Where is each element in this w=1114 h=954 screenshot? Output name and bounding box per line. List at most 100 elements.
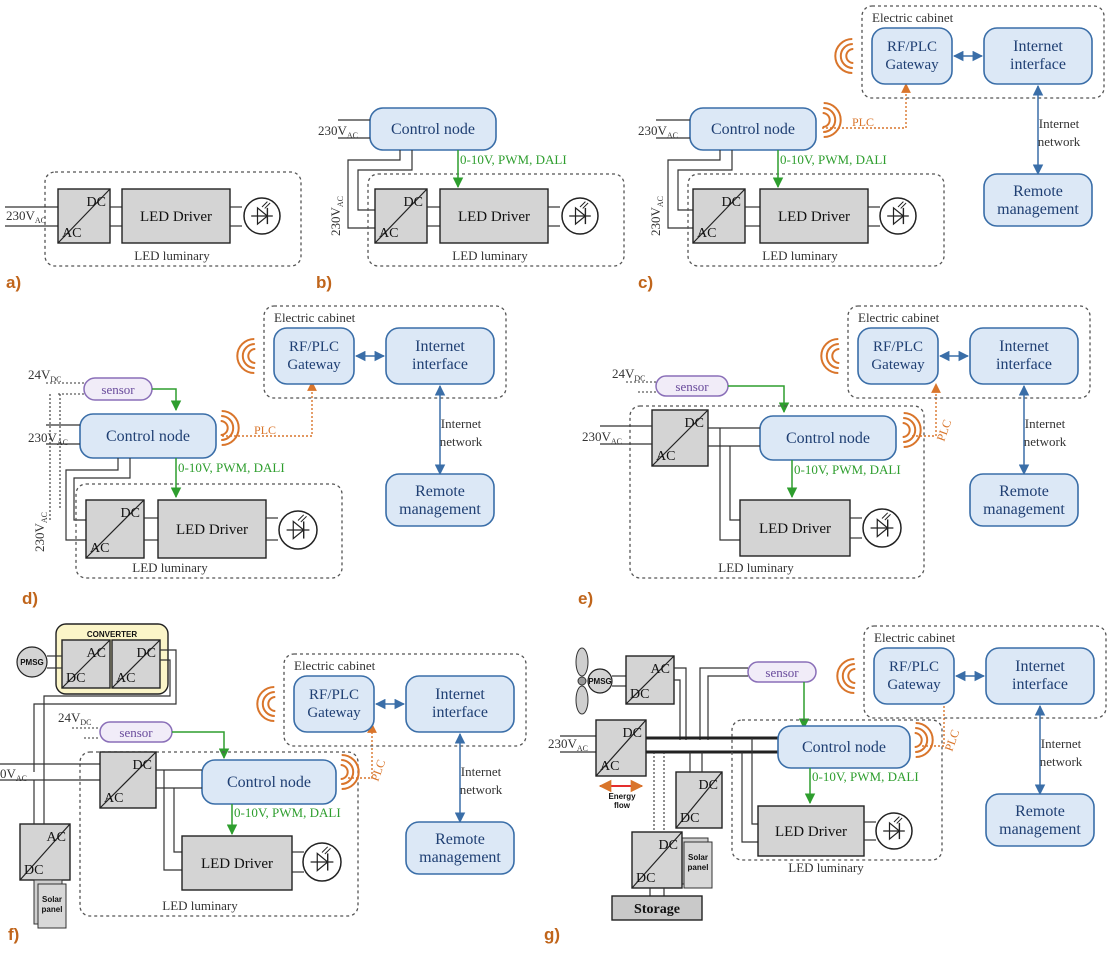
converter-diagonal xyxy=(675,771,723,829)
control-node-label: Control node xyxy=(106,428,190,445)
electric-cabinet-label: Electric cabinet xyxy=(274,310,356,325)
panel-label: e) xyxy=(578,589,593,608)
internet-network-label-line1: Internet xyxy=(461,764,502,779)
led-driver-box xyxy=(181,835,293,891)
sensor-link xyxy=(172,731,230,760)
plc-label: PLC xyxy=(368,758,389,783)
voltage-main: 230V xyxy=(548,736,578,751)
led-driver-label: LED Driver xyxy=(778,209,850,225)
converter-top-label: DC xyxy=(87,195,106,210)
internet-network-label-line2: network xyxy=(1040,754,1083,769)
converter-bottom-label: AC xyxy=(697,226,716,241)
rf-plc-gateway-box xyxy=(873,647,955,705)
led-triangle xyxy=(574,206,587,226)
voltage-main: 230V xyxy=(32,523,47,553)
internet-network-label-line2: network xyxy=(460,782,503,797)
panel-label: c) xyxy=(638,273,653,292)
voltage-label-230v: 230VAC xyxy=(638,123,678,140)
wave-arc xyxy=(831,348,840,364)
led-driver-box xyxy=(157,499,267,559)
led-driver-label: LED Driver xyxy=(759,521,831,537)
rf-plc-gateway-box xyxy=(857,327,939,385)
dimming-label: 0-10V, PWM, DALI xyxy=(812,769,919,784)
voltage-main: 230V xyxy=(28,430,58,445)
remote-management-label-line2: management xyxy=(399,501,481,518)
rf-plc-gateway-box xyxy=(273,327,355,385)
led-icon xyxy=(879,197,917,235)
radio-waves-icon xyxy=(822,102,842,138)
led-triangle xyxy=(256,206,269,226)
voltage-sub: AC xyxy=(577,744,588,753)
led-icon xyxy=(875,812,913,850)
solar-label-1: Solar xyxy=(42,895,62,904)
wire xyxy=(65,458,119,541)
control-node-box xyxy=(201,759,337,805)
led-driver: LED Driver xyxy=(439,188,549,244)
led-luminary-label: LED luminary xyxy=(452,248,528,263)
wave-arc xyxy=(841,663,855,689)
voltage-sub: DC xyxy=(80,718,91,727)
control-node-label: Control node xyxy=(711,121,795,138)
led-rays xyxy=(579,201,589,209)
wave-arc xyxy=(823,107,837,133)
radio-waves-icon xyxy=(340,754,360,790)
wave-arc xyxy=(914,732,923,748)
electric-cabinet-boundary xyxy=(861,5,1105,99)
internet-interface-label-line2: interface xyxy=(996,356,1052,373)
solar-panel-icon xyxy=(683,841,713,889)
electric-cabinet-boundary xyxy=(847,305,1091,399)
solar-panel-icon xyxy=(37,883,67,929)
led-luminary-boundary xyxy=(629,405,925,579)
solar-label-2: panel xyxy=(42,905,63,914)
led-rays xyxy=(897,201,907,209)
remote-management-label-line2: management xyxy=(419,849,501,866)
internet-interface-label-line2: interface xyxy=(432,704,488,721)
led-driver: LED Driver xyxy=(157,499,267,559)
led-icon xyxy=(278,510,318,550)
wave-arc xyxy=(903,417,917,443)
wave-arc xyxy=(825,343,839,369)
wave-arc xyxy=(341,754,360,790)
rf-plc-gateway-label-line1: RF/PLC xyxy=(873,339,923,355)
voltage-main: 24V xyxy=(58,710,81,725)
voltage-sub: AC xyxy=(57,438,68,447)
wire xyxy=(674,667,687,740)
remote-management-box xyxy=(405,821,515,875)
internet-network-label-line2: network xyxy=(1024,434,1067,449)
led-driver-label: LED Driver xyxy=(775,824,847,840)
control-node-box xyxy=(777,725,911,769)
dimming-label: 0-10V, PWM, DALI xyxy=(460,152,567,167)
internet-network-label-line1: Internet xyxy=(1039,116,1080,131)
plc-label: PLC xyxy=(852,115,874,129)
voltage-sub: AC xyxy=(40,512,49,523)
led-luminary-label: LED luminary xyxy=(788,860,864,875)
internet-interface-box xyxy=(385,327,495,385)
energy-flow-label-1: Energy xyxy=(608,792,636,801)
led-rays xyxy=(321,846,331,855)
led-icon xyxy=(243,197,281,235)
storage-box xyxy=(611,895,703,921)
wave-arc xyxy=(836,658,855,694)
internet-interface-label-line1: Internet xyxy=(999,338,1049,355)
voltage-label-230v: 230VAC xyxy=(582,429,622,446)
voltage-label-rotated: 230VAC xyxy=(32,512,49,552)
led-luminary-label: LED luminary xyxy=(718,560,794,575)
voltage-label-24v: 24VDC xyxy=(58,710,92,727)
voltage-label-230v: 230VAC xyxy=(6,208,46,225)
internet-interface-box xyxy=(405,675,515,733)
voltage-sub: AC xyxy=(656,196,665,207)
plc-link xyxy=(348,723,377,779)
converter-diagonal xyxy=(85,499,145,559)
wire xyxy=(677,150,733,211)
panel-label: g) xyxy=(544,925,560,944)
converter-diagonal xyxy=(61,639,111,689)
wave-arc xyxy=(820,338,839,374)
rf-plc-gateway-label-line1: RF/PLC xyxy=(889,659,939,675)
sensor-label: sensor xyxy=(101,382,135,397)
